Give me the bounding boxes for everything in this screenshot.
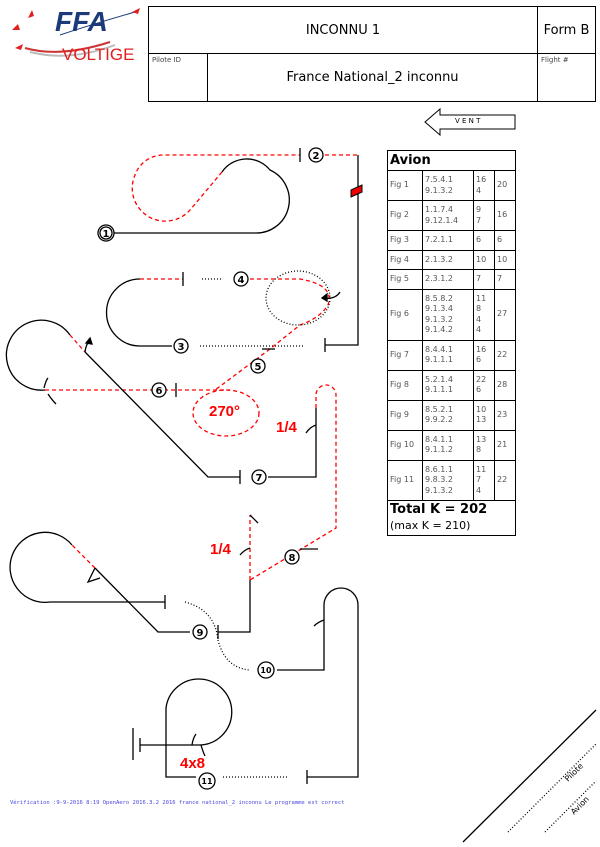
cell-fig: Fig 2 (387, 200, 423, 231)
cell-fig: Fig 1 (387, 170, 423, 201)
figure-number-3: 3 (178, 342, 185, 353)
max-k: (max K = 210) (390, 519, 471, 532)
flag-icon (350, 184, 363, 198)
flight-box: Flight # (537, 53, 596, 102)
cell-total: 22 (494, 459, 516, 501)
cell-k: 16 4 (473, 170, 495, 201)
cell-total: 6 (494, 230, 516, 251)
cell-fig: Fig 7 (387, 339, 423, 371)
table-title: Avion (387, 150, 516, 171)
plane-signature-label: Avion (569, 795, 591, 817)
pilot-id-label: Pilote ID (152, 56, 181, 64)
figure-number-5: 5 (255, 362, 262, 373)
figure-number-4: 4 (238, 275, 245, 286)
logo-text-top: FFA (55, 6, 108, 37)
figure-number-11: 11 (201, 777, 213, 786)
fig1-solid (112, 158, 290, 234)
roll-label-fig7: 1/4 (276, 419, 298, 436)
figure-number-2: 2 (313, 151, 320, 162)
cell-total: 23 (494, 399, 516, 431)
cell-total: 21 (494, 429, 516, 461)
sequence-name: France National_2 inconnu (286, 70, 459, 85)
figure-number-1: 1 (103, 229, 110, 240)
wind-label: V E N T (455, 117, 481, 125)
cell-total: 16 (494, 200, 516, 231)
roll-label-fig11: 4x8 (180, 755, 205, 772)
figure-number-8: 8 (289, 553, 296, 564)
fig1-dashed (131, 154, 300, 222)
logo-text-bottom: VOLTIGE (62, 45, 134, 64)
total-k: Total K = 202 (390, 502, 488, 517)
cell-cat: 1.1.7.4 9.12.1.4 (422, 200, 474, 231)
pilot-signature-label: Pilote (563, 761, 585, 783)
figure-number-markers (97, 147, 324, 790)
flight-label: Flight # (541, 56, 569, 64)
verification-text: Vérification :9-9-2016 8:19 OpenAero 201… (10, 800, 345, 806)
wind-arrow-icon (424, 108, 516, 136)
cell-fig: Fig 10 (387, 429, 423, 461)
header-title: INCONNU 1 (305, 22, 381, 38)
figure-number-9: 9 (197, 628, 204, 639)
cell-cat: 8.6.1.1 9.8.3.2 9.1.3.2 (422, 459, 474, 501)
form-label: Form B (543, 22, 590, 38)
figure-number-7: 7 (256, 473, 263, 484)
figure-number-10: 10 (260, 666, 272, 675)
cell-k: 9 7 (473, 200, 495, 231)
turn-label: 270° (209, 403, 240, 420)
figure-number-6: 6 (156, 386, 163, 397)
cell-fig: Fig 9 (387, 399, 423, 431)
roll-label-fig9: 1/4 (210, 541, 232, 558)
ffa-voltige-logo: FFA VOLTIGE (12, 6, 140, 64)
